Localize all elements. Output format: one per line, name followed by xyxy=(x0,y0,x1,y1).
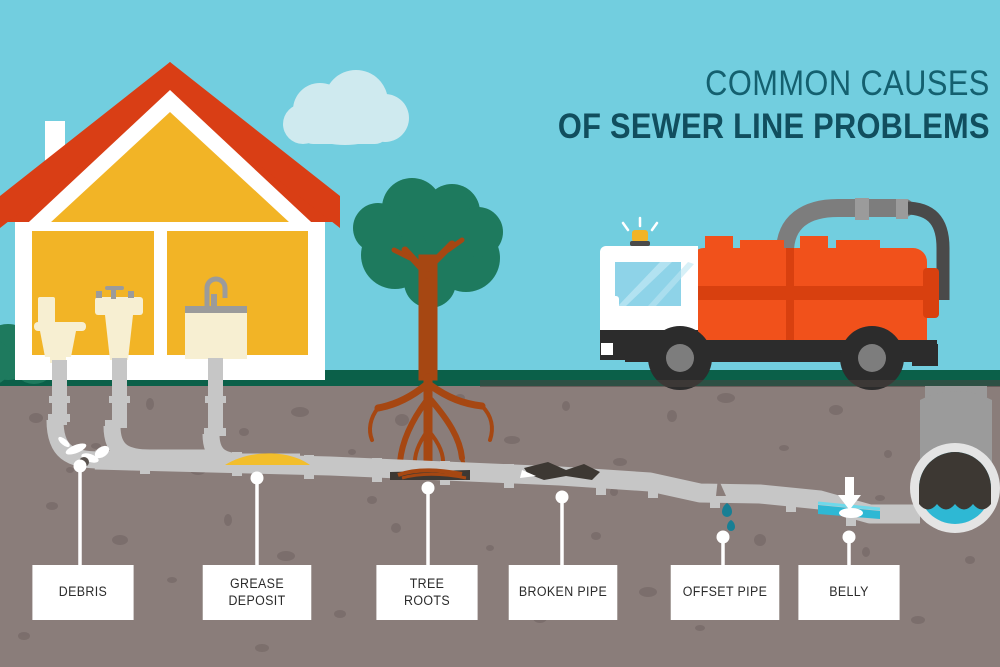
kitchen-sink-fixture xyxy=(185,276,247,359)
roof xyxy=(0,62,340,222)
house xyxy=(0,62,340,436)
water-droplet xyxy=(722,503,732,517)
vacuum-truck xyxy=(600,198,950,390)
tree-canopy xyxy=(353,178,503,308)
gable-wall xyxy=(37,112,303,235)
house-drain-pipes xyxy=(49,358,226,436)
suction-hose xyxy=(776,198,950,300)
tree-trunk xyxy=(391,237,465,381)
grease-deposit xyxy=(225,453,310,465)
tank-hatch-left xyxy=(705,236,733,250)
soil xyxy=(0,386,1000,667)
callout-label-belly[interactable]: BELLY xyxy=(798,565,900,620)
toilet-fixture xyxy=(34,297,86,363)
soil-specks xyxy=(18,393,975,652)
sewage-sludge xyxy=(919,452,991,510)
offset-pipe-joint xyxy=(716,478,735,531)
root-intrusion xyxy=(390,468,470,480)
main-sewer-cross-section xyxy=(910,386,1000,533)
tree xyxy=(353,178,503,478)
callout-label-offset-pipe[interactable]: OFFSET PIPE xyxy=(670,565,780,620)
title-line-1: COMMON CAUSES xyxy=(705,64,990,103)
water-droplet xyxy=(727,520,735,531)
page-title: COMMON CAUSES OF SEWER LINE PROBLEMS xyxy=(499,66,990,144)
beacon-light xyxy=(621,216,659,246)
tank-hatch-right xyxy=(800,236,828,250)
callout-label-tree-roots[interactable]: TREE ROOTS xyxy=(376,565,478,620)
callout-label-grease[interactable]: GREASE DEPOSIT xyxy=(202,565,312,620)
callout-label-broken-pipe[interactable]: BROKEN PIPE xyxy=(508,565,618,620)
road-shadow xyxy=(480,380,1000,387)
pedestal-sink-fixture xyxy=(95,286,143,360)
cloud-icon xyxy=(283,70,409,145)
callout-label-debris[interactable]: DEBRIS xyxy=(32,565,134,620)
belly-arrow-icon xyxy=(838,477,861,510)
truck-wheels xyxy=(648,326,904,390)
title-line-2: OF SEWER LINE PROBLEMS xyxy=(558,107,990,146)
broken-pipe-crack xyxy=(520,462,600,480)
